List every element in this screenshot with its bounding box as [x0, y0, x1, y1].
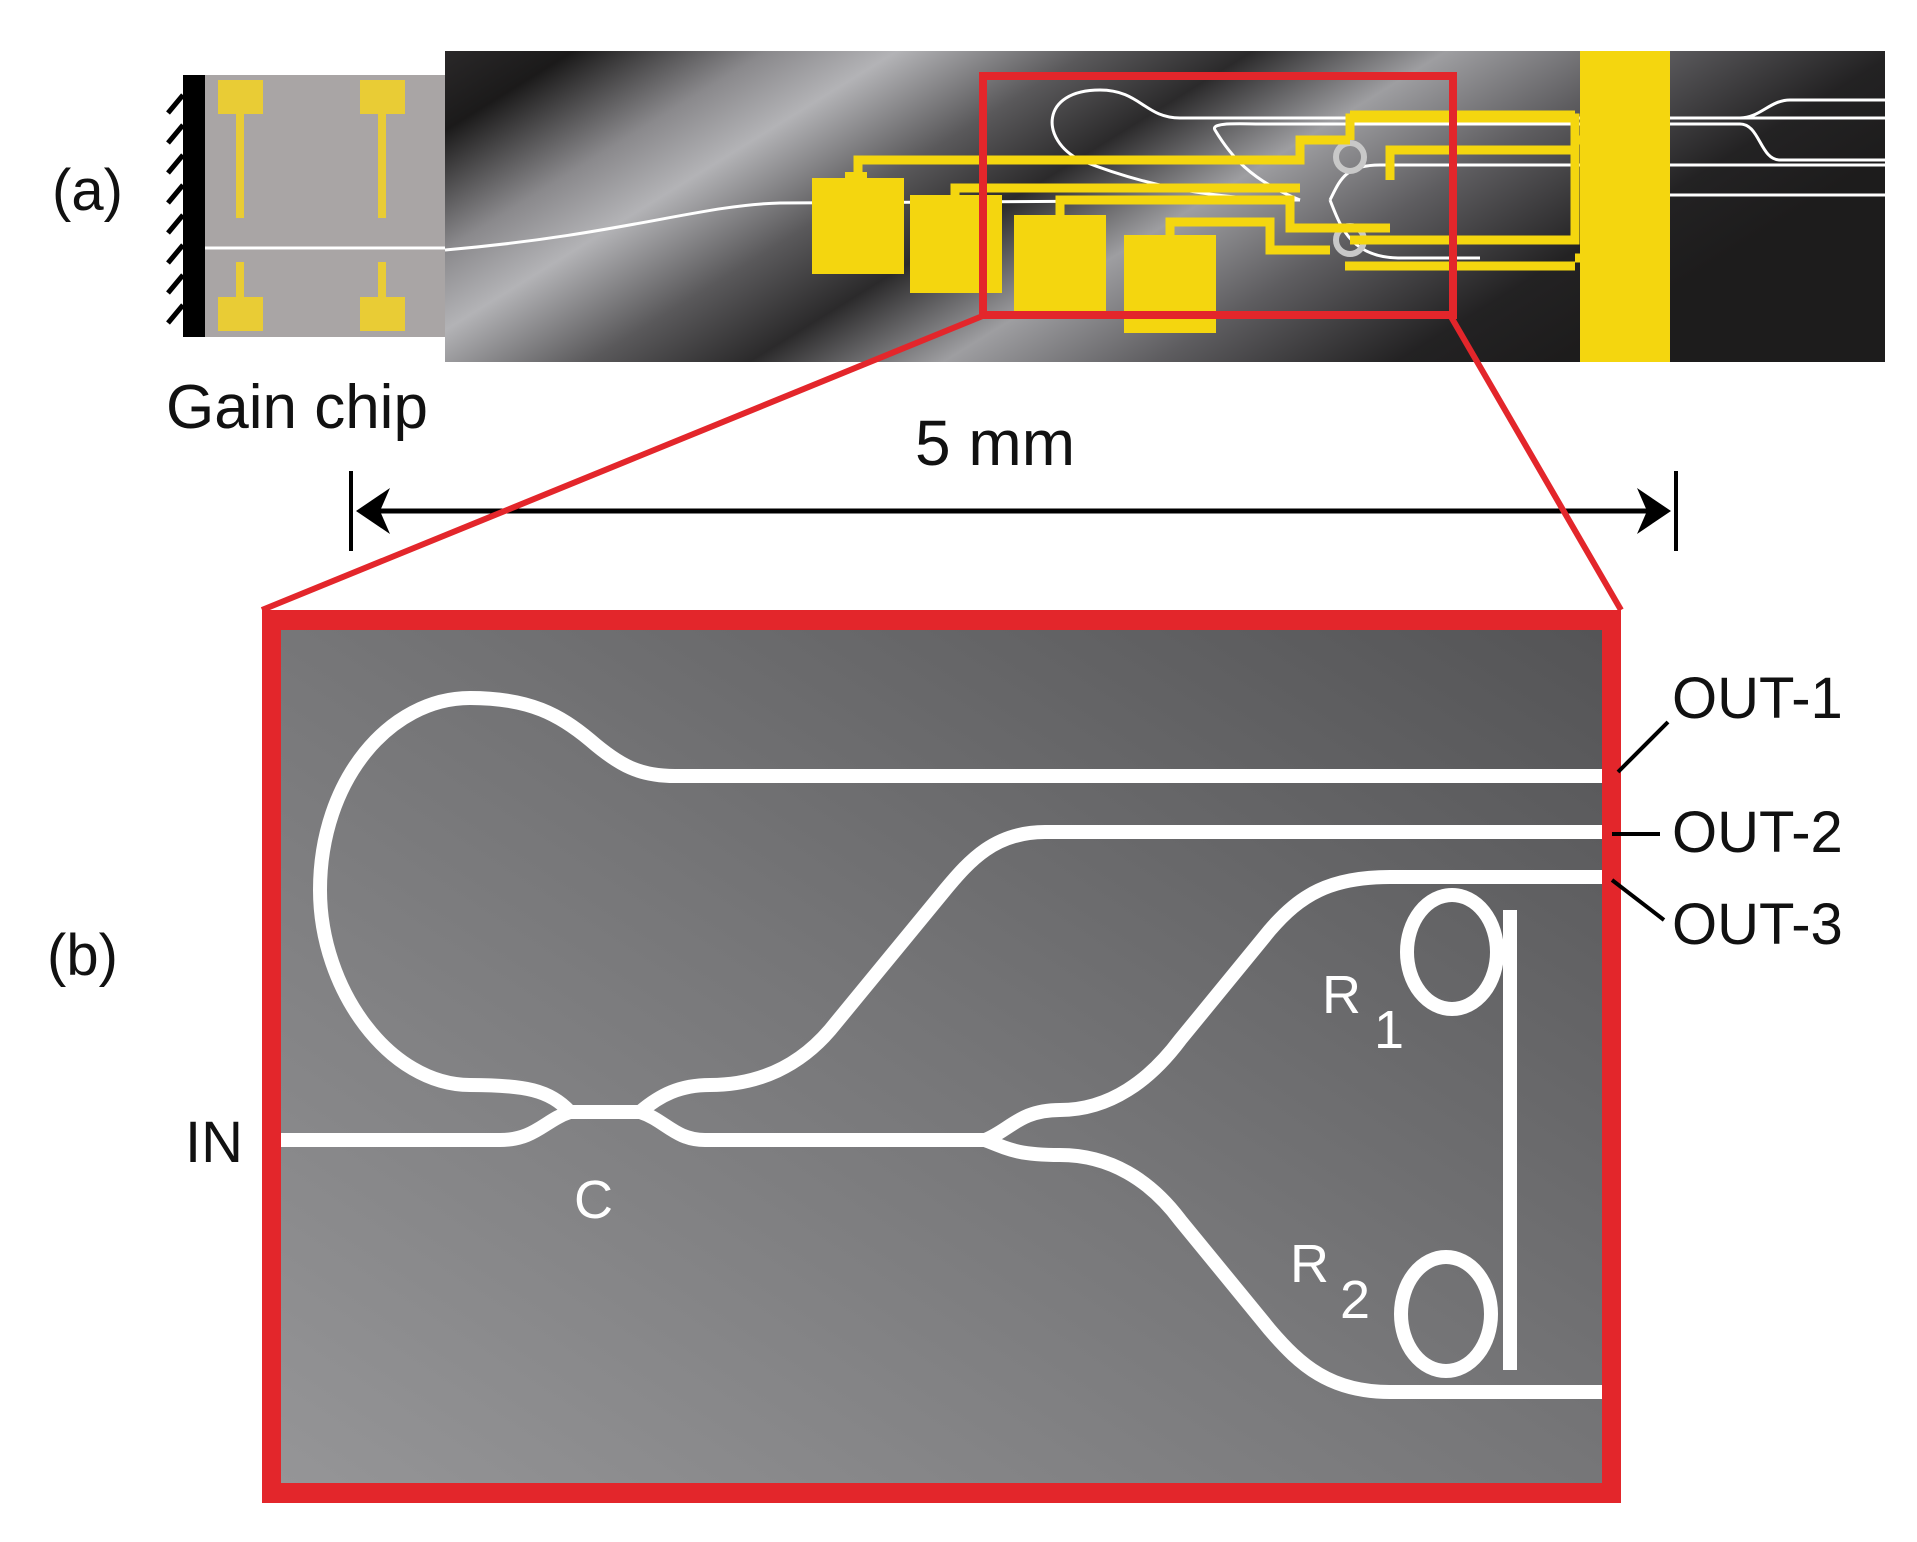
gain-chip-pad [360, 80, 405, 218]
ring-resonator-1 [1400, 888, 1504, 1016]
scale-arrow-right [1637, 488, 1671, 534]
output-port-1-label: OUT-1 [1672, 666, 1843, 731]
inset-waveguides [281, 690, 1602, 1399]
waveguide-splitter-upper [982, 870, 1602, 1147]
chip-waveguide-input [445, 198, 1301, 252]
coupler-label: C [574, 1170, 613, 1230]
output-port-2-label: OUT-2 [1672, 800, 1843, 865]
gain-chip-pad [218, 262, 263, 331]
zoom-connector-left [260, 312, 987, 613]
scale-bar [349, 471, 1678, 551]
heater-pad-5 [845, 172, 867, 184]
scale-arrow-left [356, 488, 390, 534]
ring-resonator-2 [1394, 1250, 1498, 1378]
zoom-region-box [979, 72, 1457, 319]
heater-pad-2 [910, 195, 1002, 293]
output-port-1-leader [1616, 720, 1670, 774]
gain-chip-pad [218, 80, 263, 218]
gain-chip-pad [360, 262, 405, 331]
output-port-3-label: OUT-3 [1672, 892, 1843, 957]
panel-label-a: (a) [52, 158, 123, 223]
ring-1-subscript: 1 [1374, 1000, 1404, 1060]
scale-bar-label: 5 mm [915, 407, 1075, 479]
facet-mirror [166, 75, 205, 337]
panel-label-b: (b) [47, 923, 118, 988]
zoom-connector-right [1447, 313, 1624, 612]
heater-pad-1 [812, 178, 904, 274]
photonic-chip [445, 51, 1885, 362]
ring-1-label: R [1322, 965, 1361, 1025]
ring-2-subscript: 2 [1340, 1270, 1370, 1330]
waveguide-coupler-branch [635, 825, 1602, 1118]
waveguide-splitter-lower [982, 1133, 1602, 1399]
chip-waveguide-out1 [1739, 98, 1885, 120]
gain-chip-label: Gain chip [166, 373, 428, 442]
heater-pad-3 [1014, 215, 1106, 311]
electrode-bus-bar [1580, 51, 1670, 362]
chip-waveguide-out2 [1213, 122, 1885, 202]
inset-frame [262, 610, 1621, 1503]
waveguide-loop [312, 690, 1602, 1117]
output-port-3-leader [1610, 878, 1666, 922]
ring-2-label: R [1290, 1234, 1329, 1294]
gain-chip [205, 75, 445, 337]
input-port-label: IN [185, 1110, 243, 1175]
